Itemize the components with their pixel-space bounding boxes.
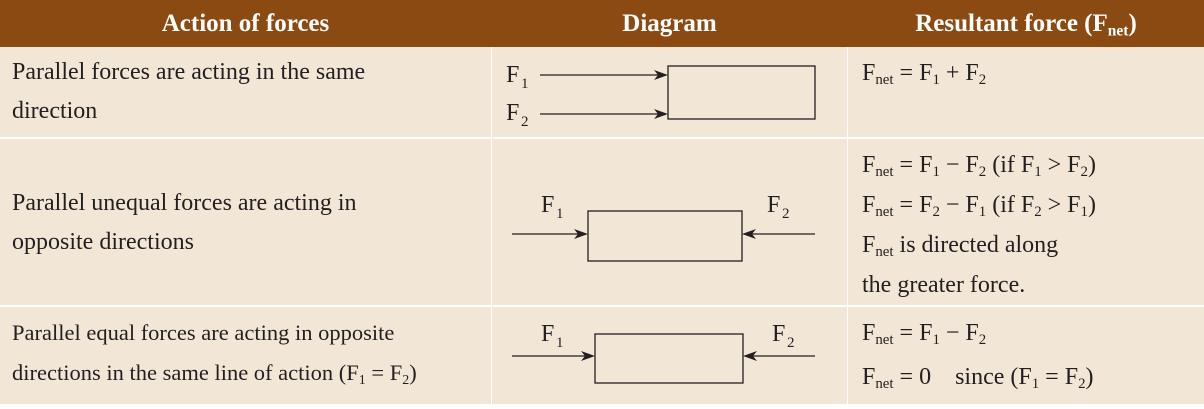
column-divider <box>847 47 848 404</box>
table-row: Parallel equal forces are acting in oppo… <box>0 307 1204 404</box>
arrow-f1-head <box>574 229 588 239</box>
label-f2-sub: 2 <box>787 335 795 351</box>
result-cell <box>848 307 1204 404</box>
body-block <box>594 333 744 384</box>
label-f1: F <box>541 321 554 347</box>
action-text-line: directions in the same line of action (F… <box>12 360 417 388</box>
header-action-of-forces: Action of forces <box>161 10 330 37</box>
result-line: Fnet = F1 − F2 (if F1 > F2) <box>862 152 1096 181</box>
label-f2-sub: 2 <box>521 114 529 130</box>
arrow-f2-head <box>742 229 756 239</box>
arrow-f1-head <box>654 70 668 80</box>
action-text-line: Parallel forces are acting in the same <box>12 59 366 85</box>
result-line: Fnet = F2 − F1 (if F2 > F1) <box>862 192 1096 221</box>
action-cell: Parallel equal forces are acting in oppo… <box>0 307 491 404</box>
action-text-line: Parallel unequal forces are acting in <box>12 190 357 216</box>
table-row: Parallel unequal forces are acting in op… <box>0 139 1204 305</box>
header-diagram: Diagram <box>622 10 717 37</box>
body-block <box>587 210 743 262</box>
header-resultant-text: Resultant force (F <box>915 10 1108 37</box>
action-text-line: Parallel equal forces are acting in oppo… <box>12 320 395 345</box>
table-row: Parallel forces are acting in the same d… <box>0 47 1204 137</box>
result-line: Fnet = F1 + F2 <box>862 60 987 89</box>
result-line: Fnet = 0 since (F1 = F2) <box>862 364 1094 393</box>
label-f1-sub: 1 <box>556 335 564 351</box>
arrow-f1-head <box>581 351 595 361</box>
result-cell <box>848 47 1204 137</box>
label-f2: F <box>506 100 519 126</box>
label-f1-sub: 1 <box>556 206 564 222</box>
label-f1: F <box>506 62 519 88</box>
action-text-line: opposite directions <box>12 229 194 255</box>
opposite-unequal-diagram: F 1 F 2 <box>512 192 815 262</box>
diagram-cell: F 1 F 2 <box>492 307 847 404</box>
result-line: Fnet = F1 − F2 <box>862 320 987 349</box>
body-block <box>667 65 816 120</box>
diagram-cell: F 1 F 2 <box>492 139 847 305</box>
row-divider <box>0 137 1204 139</box>
action-cell: Parallel forces are acting in the same d… <box>0 47 491 137</box>
header-resultant-close: ) <box>1128 10 1137 37</box>
arrow-f2-head <box>654 109 668 119</box>
label-f1: F <box>541 192 554 218</box>
action-text-line: direction <box>12 98 98 124</box>
diagram-cell: F 1 F 2 <box>492 47 847 137</box>
label-f2: F <box>772 321 785 347</box>
header-resultant-force: Resultant force (Fnet) <box>848 0 1204 47</box>
same-direction-diagram: F 1 F 2 <box>506 62 816 130</box>
result-line: Fnet is directed along <box>862 232 1059 261</box>
header-resultant-sub: net <box>1107 22 1129 40</box>
row-divider <box>0 305 1204 307</box>
result-cell <box>848 139 1204 305</box>
opposite-equal-diagram: F 1 F 2 <box>512 321 815 384</box>
label-f2: F <box>767 192 780 218</box>
table-header: Action of forces Diagram Resultant force… <box>0 0 1204 47</box>
arrow-f2-head <box>743 351 757 361</box>
label-f2-sub: 2 <box>782 206 790 222</box>
label-f1-sub: 1 <box>521 76 529 92</box>
result-line: the greater force. <box>862 272 1026 298</box>
action-cell: Parallel unequal forces are acting in op… <box>0 139 491 305</box>
column-divider <box>491 47 492 404</box>
